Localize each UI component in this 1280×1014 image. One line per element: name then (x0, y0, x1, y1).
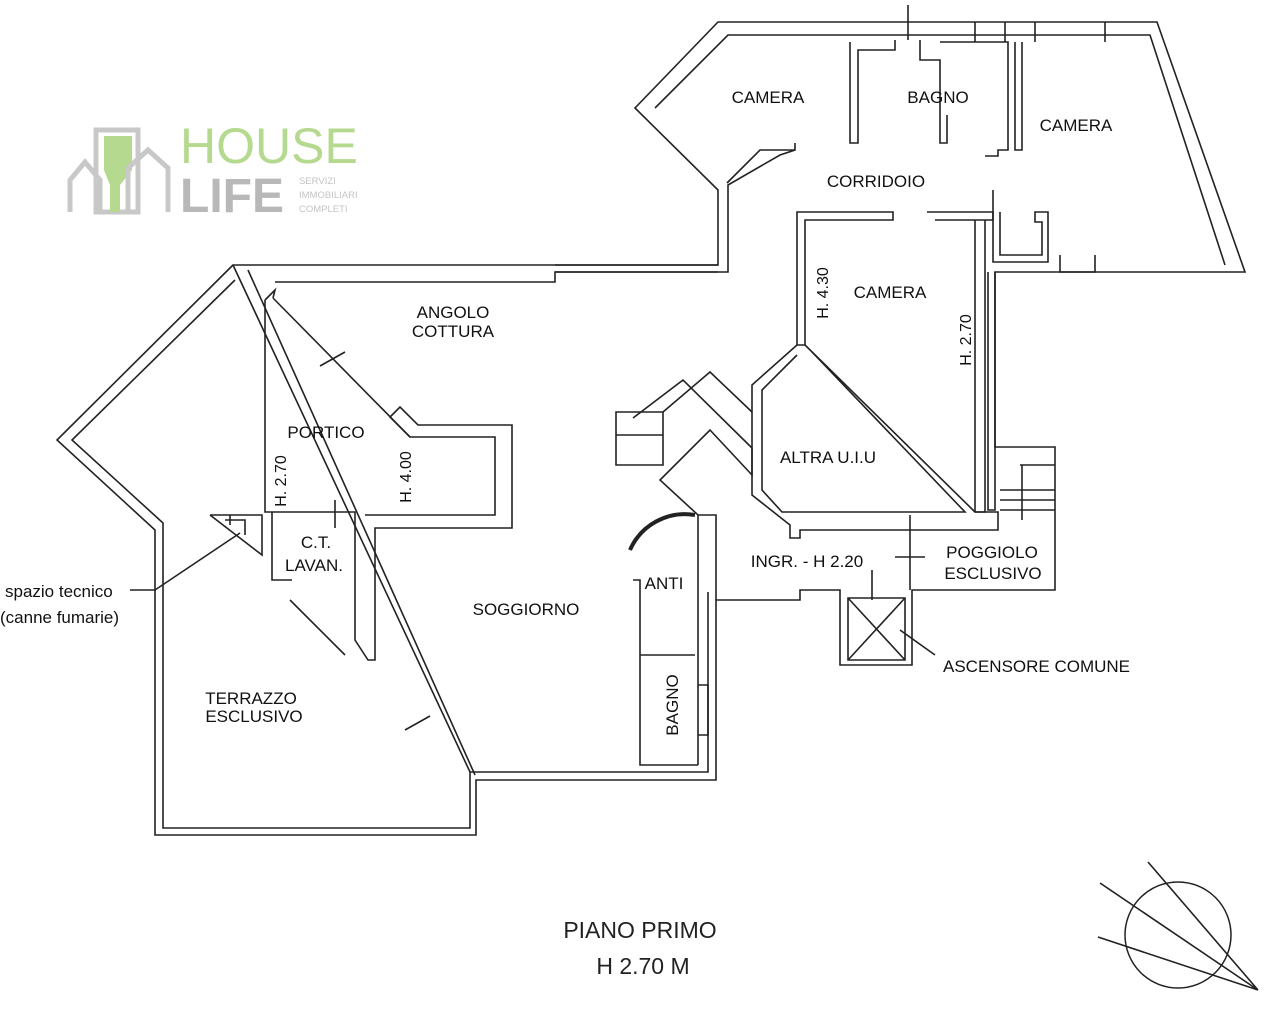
label-poggiolo: POGGIOLO (946, 543, 1038, 562)
label-camera-1: CAMERA (732, 88, 805, 107)
logo-tagline-2: IMMOBILIARI (299, 190, 358, 201)
plan-height: H 2.70 M (596, 953, 689, 979)
label-bagno-1: BAGNO (907, 88, 968, 107)
annotation-ascensore: ASCENSORE COMUNE (943, 657, 1130, 676)
label-poggiolo-esclusivo: ESCLUSIVO (944, 564, 1041, 583)
plan-title: PIANO PRIMO (563, 917, 716, 943)
height-camera-right: H. 2.70 (958, 314, 975, 366)
label-camera-3: CAMERA (854, 283, 927, 302)
height-portico-right: H. 4.00 (398, 451, 415, 503)
logo-life-text: LIFE (180, 170, 284, 223)
label-portico: PORTICO (287, 423, 364, 442)
label-ct: C.T. (301, 533, 331, 552)
room-labels: CAMERA BAGNO CAMERA CORRIDOIO CAMERA ANG… (0, 88, 1130, 736)
height-camera: H. 4.30 (815, 267, 832, 319)
logo-buildings-icon (67, 127, 171, 215)
house-life-logo: HOUSE LIFE SERVIZI IMMOBILIARI COMPLETI (67, 118, 358, 223)
label-bagno-2: BAGNO (663, 674, 682, 735)
annotation-spazio-tecnico: spazio tecnico (5, 582, 113, 601)
logo-tagline-1: SERVIZI (299, 176, 336, 187)
north-arrow-icon (1097, 861, 1259, 991)
label-terrazzo-esclusivo: ESCLUSIVO (205, 707, 302, 726)
annotation-canne-fumarie: (canne fumarie) (0, 608, 119, 627)
label-ingresso: INGR. - H 2.20 (751, 552, 863, 571)
label-lavan: LAVAN. (285, 556, 343, 575)
label-cottura: COTTURA (412, 322, 495, 341)
label-terrazzo: TERRAZZO (205, 689, 297, 708)
label-altra-uiu: ALTRA U.I.U (780, 448, 876, 467)
label-corridoio: CORRIDOIO (827, 172, 925, 191)
label-camera-2: CAMERA (1040, 116, 1113, 135)
label-angolo: ANGOLO (417, 303, 490, 322)
logo-tagline-3: COMPLETI (299, 204, 348, 215)
walls (55, 5, 1247, 836)
label-anti: ANTI (645, 574, 684, 593)
label-soggiorno: SOGGIORNO (473, 600, 580, 619)
logo-house-text: HOUSE (180, 118, 358, 174)
height-portico-left: H. 2.70 (273, 455, 290, 507)
